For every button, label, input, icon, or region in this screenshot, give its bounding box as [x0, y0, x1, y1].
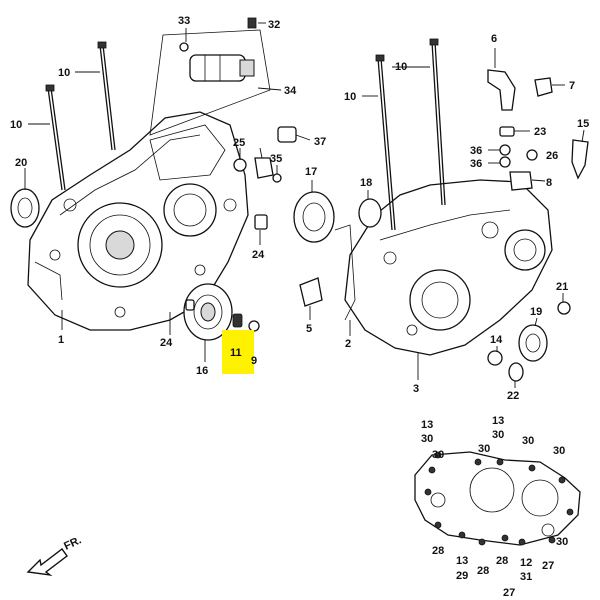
callout-labels: 33 32 34 37 10 10 20 1 24 16 11 9 25 35 …: [10, 15, 589, 599]
clip-7: [534, 77, 553, 97]
label-23: 23: [534, 126, 546, 138]
bolt-26: [526, 149, 538, 161]
label-27a: 27: [503, 587, 515, 599]
label-15: 15: [577, 118, 589, 130]
label-8: 8: [546, 177, 552, 189]
label-28a: 28: [432, 545, 444, 557]
label-30d: 30: [478, 443, 490, 455]
o-ring-33: [179, 42, 189, 52]
fr-arrow-icon: [26, 548, 68, 577]
bearing-16: [183, 283, 233, 341]
oil-jet-11: [232, 313, 243, 328]
plug-21: [557, 301, 571, 315]
plate-5: [299, 277, 323, 307]
label-10d: 10: [344, 91, 356, 103]
stud-bolts-left: [45, 41, 116, 191]
label-3: 3: [413, 383, 419, 395]
oil-seal-20: [10, 188, 40, 228]
label-24b: 24: [252, 249, 265, 261]
right-crankcase-half: [334, 179, 553, 356]
label-9: 9: [251, 355, 257, 367]
label-36a: 36: [470, 145, 482, 157]
label-10a: 10: [58, 67, 70, 79]
label-29: 29: [456, 570, 468, 582]
label-36b: 36: [470, 158, 482, 170]
label-2: 2: [345, 338, 351, 350]
label-37: 37: [314, 136, 326, 148]
shift-arm-6: [487, 69, 516, 111]
label-7: 7: [569, 80, 575, 92]
label-20: 20: [15, 157, 27, 169]
label-35: 35: [270, 153, 282, 165]
plate-4: [254, 157, 274, 179]
label-1: 1: [58, 334, 64, 346]
label-5: 5: [306, 323, 312, 335]
washer-36b: [499, 156, 511, 168]
label-30e: 30: [522, 435, 534, 447]
label-10c: 10: [395, 61, 407, 73]
label-33: 33: [178, 15, 190, 27]
spring-15: [571, 139, 589, 180]
label-26: 26: [546, 150, 558, 162]
stud-bolts-right: [375, 38, 446, 231]
label-13a: 13: [421, 419, 433, 431]
label-10b: 10: [10, 119, 22, 131]
label-28c: 28: [496, 555, 508, 567]
bolt-35: [272, 173, 282, 183]
seal-19: [518, 324, 548, 362]
circlip-14: [487, 350, 503, 366]
left-crankcase-half: [27, 111, 249, 331]
front-direction-arrow: FR.: [26, 534, 83, 577]
label-31: 31: [520, 571, 532, 583]
label-16: 16: [196, 365, 208, 377]
label-25: 25: [233, 137, 245, 149]
bolt-32: [247, 17, 257, 29]
collar-37: [277, 126, 297, 143]
bolt-9: [248, 320, 260, 332]
label-32: 32: [268, 19, 280, 31]
bearing-22: [508, 362, 524, 382]
dowel-24b: [185, 299, 195, 311]
leader-lines: [24, 22, 585, 388]
label-13b: 13: [492, 415, 504, 427]
label-30c: 30: [492, 429, 504, 441]
label-19: 19: [530, 306, 542, 318]
inset-bolt-view: [414, 451, 581, 546]
label-34: 34: [284, 85, 297, 97]
label-17: 17: [305, 166, 317, 178]
label-22: 22: [507, 390, 519, 402]
label-12: 12: [520, 557, 532, 569]
fr-label: FR.: [62, 534, 83, 552]
highlight-box: [222, 330, 254, 374]
bolt-25: [233, 158, 247, 172]
starter-motor: [189, 54, 255, 82]
label-11: 11: [230, 347, 242, 359]
collar-23: [499, 126, 515, 137]
label-21: 21: [556, 281, 568, 293]
label-28b: 28: [477, 565, 489, 577]
dowel-24: [254, 214, 268, 230]
label-30b: 30: [432, 449, 444, 461]
seal-18: [358, 198, 382, 228]
bearing-17: [293, 191, 335, 243]
label-14: 14: [490, 334, 503, 346]
label-30a: 30: [421, 433, 433, 445]
label-30f: 30: [553, 445, 565, 457]
starter-bracket-outline: [149, 29, 271, 136]
label-27b: 27: [542, 560, 554, 572]
label-6: 6: [491, 33, 497, 45]
label-13c: 13: [456, 555, 468, 567]
label-18: 18: [360, 177, 372, 189]
label-30g: 30: [556, 536, 568, 548]
washer-36a: [499, 144, 511, 156]
stopper-8: [509, 171, 533, 191]
label-24a: 24: [160, 337, 173, 349]
